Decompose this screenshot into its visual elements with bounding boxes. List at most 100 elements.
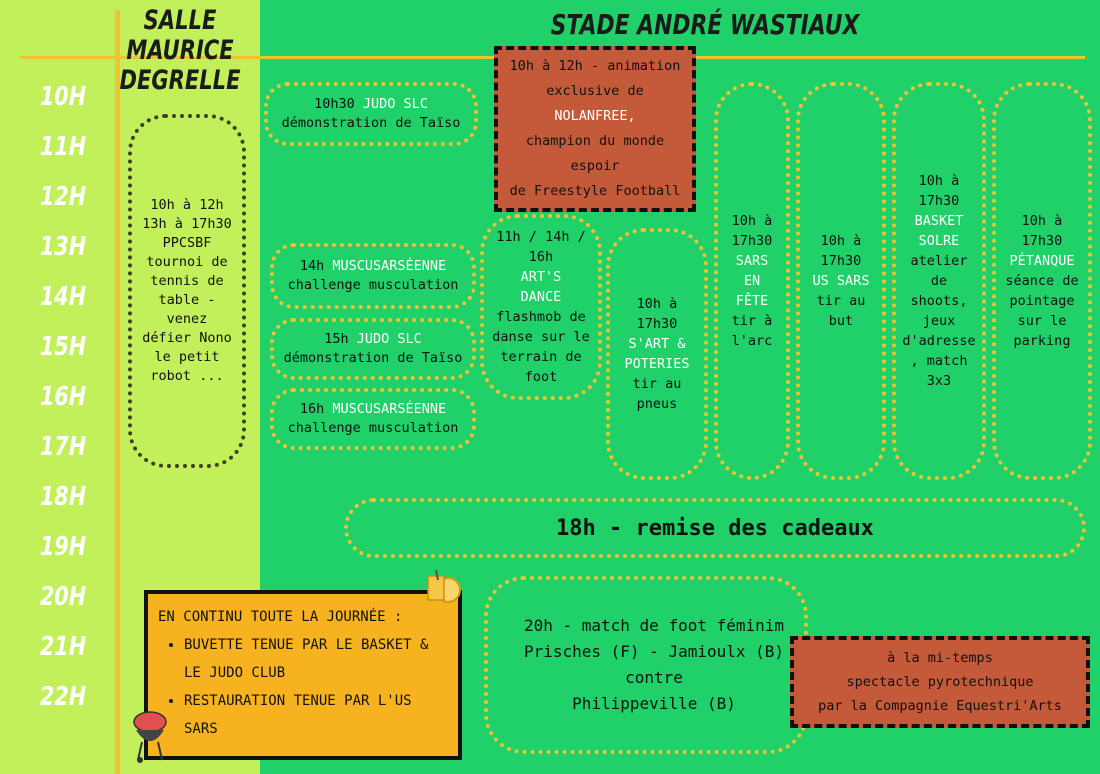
event-name: US SARS xyxy=(812,273,870,289)
event-tennis-de-table: 10h à 12h 13h à 17h30 PPCSBF tournoi de … xyxy=(128,114,246,468)
info-item: RESTAURATION TENUE PAR L'US SARS xyxy=(184,687,448,743)
event-remise-cadeaux: 18h - remise des cadeaux xyxy=(344,498,1086,558)
event-sart-poteries: 10h à 17h30 S'ART & POTERIES tir au pneu… xyxy=(606,228,708,480)
event-desc: sur le xyxy=(1017,313,1067,329)
event-time: 10h à xyxy=(918,173,960,189)
event-basket-solre: 10h à 17h30 BASKET SOLRE atelier de shoo… xyxy=(892,82,986,480)
event-name: MUSCUSARSÉENNE xyxy=(332,258,447,274)
event-desc: démonstration de Taïso xyxy=(281,115,461,131)
event-animation-nolanfree: 10h à 12h - animation exclusive de NOLAN… xyxy=(494,46,696,212)
event-name: POTERIES xyxy=(624,356,690,372)
event-time: 10h30 xyxy=(314,96,355,112)
event-sars-en-fete: 10h à 17h30 SARS EN FÊTE tir à l'arc xyxy=(714,82,790,480)
event-name: MUSCUSARSÉENNE xyxy=(332,401,447,417)
event-muscu-16h: 16h MUSCUSARSÉENNE challenge musculation xyxy=(270,388,476,450)
event-desc: atelier xyxy=(910,253,968,269)
hour-label: 22H xyxy=(39,682,87,712)
hour-label: 15H xyxy=(39,332,87,362)
event-name: BASKET xyxy=(914,213,964,229)
event-desc: tir au xyxy=(632,376,682,392)
event-line: venez xyxy=(166,311,208,327)
event-time: 17h30 xyxy=(918,193,960,209)
event-line: 10h à 12h xyxy=(150,197,224,213)
event-desc: de shoots, xyxy=(910,273,968,309)
event-spectacle-pyro: à la mi-temps spectacle pyrotechnique pa… xyxy=(790,636,1090,728)
event-line: contre xyxy=(625,668,683,687)
event-desc: but xyxy=(828,313,854,329)
hour-label: 19H xyxy=(39,532,87,562)
hour-column: 10H 11H 12H 13H 14H 15H 16H 17H 18H 19H … xyxy=(18,78,108,728)
event-line: par la Compagnie Equestri'Arts xyxy=(818,698,1062,714)
event-line: défier Nono xyxy=(142,330,232,346)
event-line: 13h à 17h30 xyxy=(142,216,232,232)
event-line: exclusive de xyxy=(546,83,644,99)
event-desc: , match xyxy=(910,353,968,369)
event-name: NOLANFREE, xyxy=(554,108,636,124)
hour-label: 11H xyxy=(39,132,87,162)
event-time: 10h à xyxy=(820,233,862,249)
info-item: BUVETTE TENUE PAR LE BASKET & LE JUDO CL… xyxy=(184,631,448,687)
event-name: JUDO SLC xyxy=(356,331,422,347)
hour-label: 16H xyxy=(39,382,87,412)
event-judo-1030: 10h30 JUDO SLC démonstration de Taïso xyxy=(264,82,478,146)
barbecue-icon xyxy=(133,711,167,763)
event-name: S'ART & xyxy=(628,336,686,352)
event-name: DANCE xyxy=(520,289,562,305)
event-name: SOLRE xyxy=(918,233,960,249)
event-title: 18h - remise des cadeaux xyxy=(556,515,874,541)
event-name: EN xyxy=(743,273,761,289)
event-line: table - xyxy=(158,292,216,308)
event-desc: tir au xyxy=(816,293,866,309)
event-time: 17h30 xyxy=(820,253,862,269)
event-time: 10h à xyxy=(636,296,678,312)
event-desc: tir à xyxy=(731,313,773,329)
event-line: tennis de xyxy=(150,273,224,289)
venue-stade-title: STADE ANDRÉ WASTIAUX xyxy=(550,8,860,41)
event-name: ART'S xyxy=(520,269,562,285)
event-name: PÉTANQUE xyxy=(1009,253,1075,269)
event-name: FÊTE xyxy=(735,293,769,309)
event-desc: flashmob de xyxy=(496,309,586,325)
event-desc: danse sur le xyxy=(492,329,590,345)
event-petanque: 10h à 17h30 PÉTANQUE séance de pointage … xyxy=(992,82,1092,480)
info-title: EN CONTINU TOUTE LA JOURNÉE : xyxy=(158,609,403,625)
event-desc: pneus xyxy=(636,396,678,412)
event-time: 17h30 xyxy=(1021,233,1063,249)
hour-label: 14H xyxy=(39,282,87,312)
event-line: champion du monde xyxy=(525,133,665,149)
event-time: 14h xyxy=(299,258,325,274)
event-name: SARS xyxy=(735,253,769,269)
drink-icon xyxy=(427,569,461,603)
event-desc: parking xyxy=(1013,333,1071,349)
event-desc: jeux xyxy=(922,313,956,329)
event-time: 10h à xyxy=(731,213,773,229)
event-desc: terrain de xyxy=(500,349,582,365)
event-line: Prisches (F) - Jamioulx (B) xyxy=(523,642,785,661)
hour-label: 17H xyxy=(39,432,87,462)
event-us-sars: 10h à 17h30 US SARS tir au but xyxy=(796,82,886,480)
event-line: 10h à 12h - animation xyxy=(509,58,681,74)
event-line: espoir xyxy=(570,158,620,174)
event-desc: challenge musculation xyxy=(287,277,459,293)
hour-label: 13H xyxy=(39,232,87,262)
event-line: PPCSBF xyxy=(162,235,212,251)
event-name: JUDO SLC xyxy=(362,96,428,112)
event-desc: séance de xyxy=(1005,273,1079,289)
venue-salle-title: SALLE MAURICE DEGRELLE xyxy=(119,5,241,96)
event-line: robot ... xyxy=(150,368,224,384)
event-line: le petit xyxy=(154,349,220,365)
event-desc: 3x3 xyxy=(926,373,952,389)
event-line: spectacle pyrotechnique xyxy=(846,674,1034,690)
event-time: 10h à xyxy=(1021,213,1063,229)
event-desc: challenge musculation xyxy=(287,420,459,436)
event-muscu-14h: 14h MUSCUSARSÉENNE challenge musculation xyxy=(270,243,476,309)
hour-label: 21H xyxy=(39,632,87,662)
event-time: 16h xyxy=(528,249,554,265)
event-line: tournoi de xyxy=(146,254,228,270)
event-desc: d'adresse xyxy=(902,333,976,349)
event-time: 15h xyxy=(324,331,349,347)
event-line: 20h - match de foot féminim xyxy=(523,616,785,635)
event-desc: pointage xyxy=(1009,293,1075,309)
hour-label: 10H xyxy=(39,82,87,112)
event-judo-15h: 15h JUDO SLC démonstration de Taïso xyxy=(270,318,476,380)
